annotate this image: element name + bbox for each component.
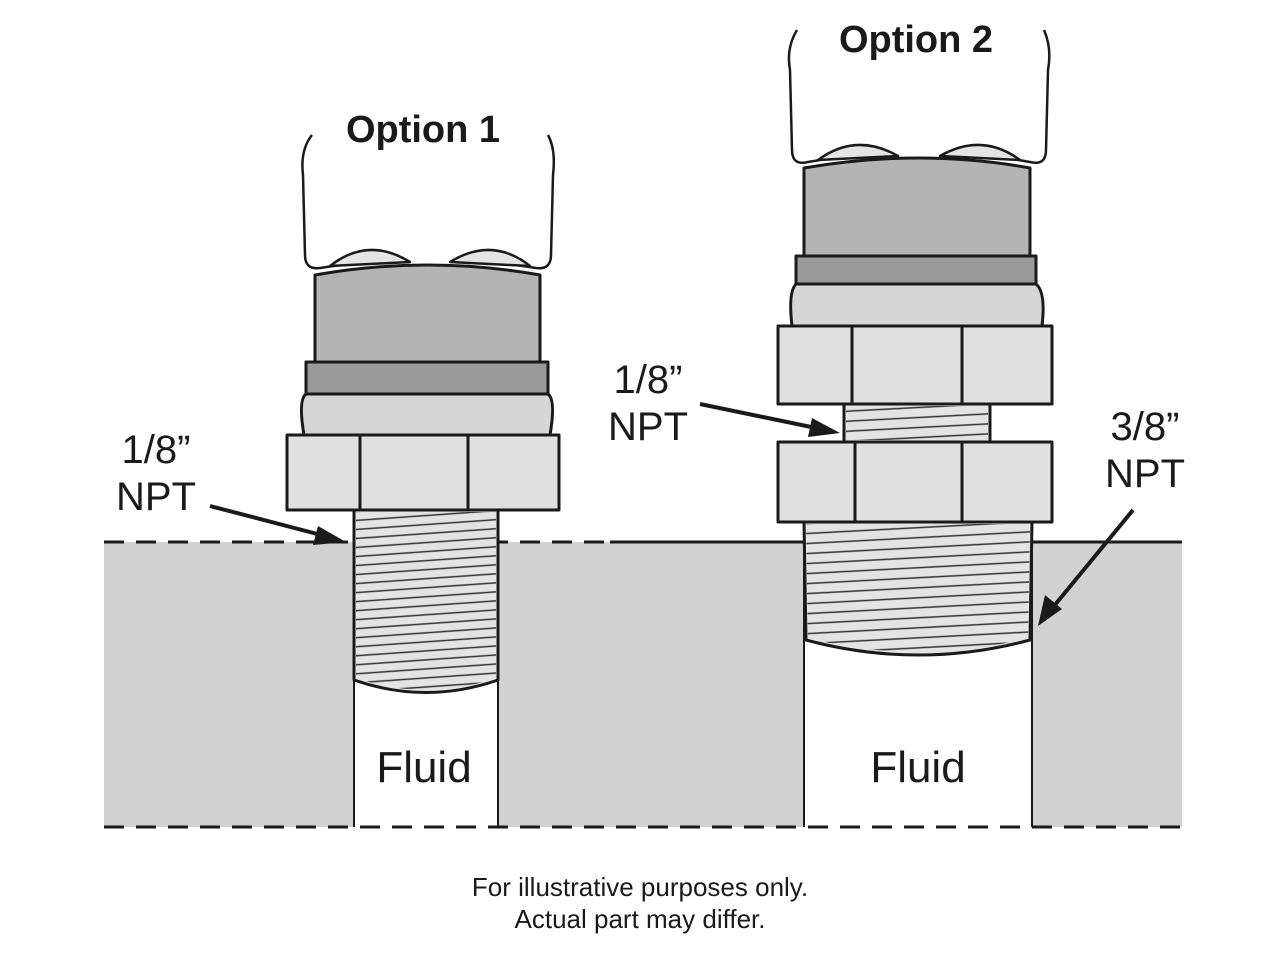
option1-callout-type: NPT <box>116 475 196 519</box>
option2-small-thread-lines <box>846 406 988 440</box>
option2-fluid-label: Fluid <box>870 743 965 792</box>
option1-hex-nut <box>285 433 561 512</box>
option2-large-npt-arrow-line <box>1052 508 1135 608</box>
option1-wire-left <box>301 134 361 270</box>
option2-title: Option 2 <box>839 19 993 61</box>
option2-large-thread-lines <box>806 524 1030 652</box>
disclaimer-line-1: For illustrative purposes only. <box>472 872 808 902</box>
option1-crimp-band <box>304 360 550 396</box>
option2-small-npt-arrow-line <box>699 402 817 430</box>
callout-arrows <box>209 402 1135 626</box>
option2-small-npt-arrowhead <box>808 418 840 437</box>
option2-large-npt-arrowhead <box>1038 595 1062 626</box>
option1-fluid-label: Fluid <box>376 743 471 792</box>
option1-npt-arrowhead <box>313 526 346 545</box>
option1-callout-size: 1/8” <box>122 428 191 472</box>
option1-sensor <box>285 134 561 694</box>
option1-terminal-dome-left <box>328 248 412 268</box>
option1-thread-lines <box>356 512 496 690</box>
wall-section-left <box>104 542 354 827</box>
option1-wire-right <box>495 134 556 270</box>
option1-title: Option 1 <box>346 109 500 151</box>
option2-body-cap <box>802 156 1032 258</box>
wall-section-right <box>1032 542 1182 827</box>
option2-large-callout-size: 3/8” <box>1111 405 1180 449</box>
option2-wire-left <box>787 29 851 164</box>
option2-upper-hex-nut <box>776 324 1054 406</box>
option2-crimp-band <box>794 254 1038 286</box>
option2-terminal-dome-right <box>938 143 1022 162</box>
option1-body-cap <box>313 263 542 364</box>
option1-terminal-dome-right <box>448 248 532 268</box>
option2-small-callout-size: 1/8” <box>614 358 683 402</box>
option2-sensor <box>776 29 1054 657</box>
option2-small-callout-type: NPT <box>608 405 688 449</box>
option2-wire-right <box>989 29 1051 164</box>
option2-terminal-dome-left <box>816 143 900 162</box>
wall-section-middle <box>498 542 804 827</box>
option2-lower-hex-adapter <box>776 440 1054 524</box>
option2-body-base <box>789 282 1045 328</box>
option1-npt-arrow-line <box>209 504 326 538</box>
option2-large-callout-type: NPT <box>1105 452 1185 496</box>
disclaimer-line-2: Actual part may differ. <box>515 904 766 934</box>
option1-body-base <box>299 392 555 437</box>
